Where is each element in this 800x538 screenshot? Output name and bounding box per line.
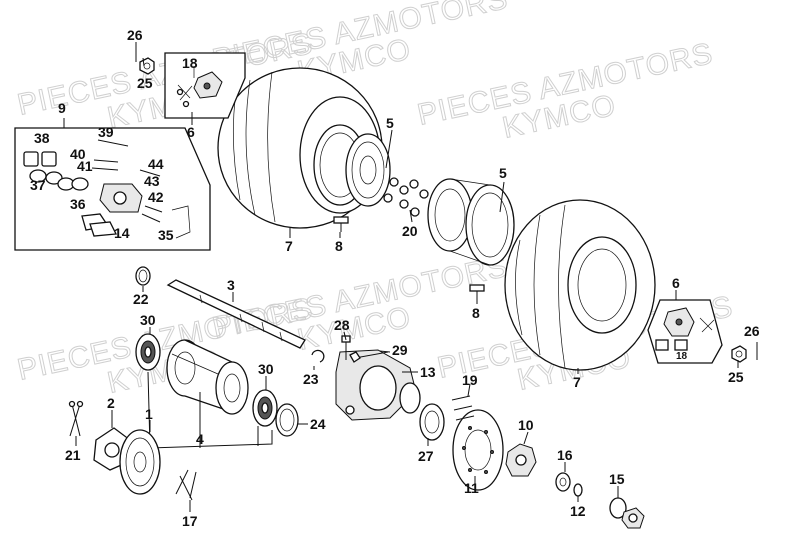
callout-30-left: 30 xyxy=(140,312,156,328)
callout-19: 19 xyxy=(462,372,478,388)
valve-stem-upper[interactable] xyxy=(333,216,349,232)
callout-11: 11 xyxy=(464,480,479,496)
callout-41: 41 xyxy=(77,158,93,174)
callout-8-upper: 8 xyxy=(335,238,343,254)
axle-nut-15[interactable] xyxy=(609,497,645,529)
callout-8-lower: 8 xyxy=(472,305,480,321)
circlip-23[interactable] xyxy=(311,349,325,363)
callout-7-right: 7 xyxy=(573,374,581,390)
callout-36: 36 xyxy=(70,196,86,212)
bolts-17[interactable] xyxy=(175,469,197,501)
callout-7-left: 7 xyxy=(285,238,293,254)
callout-42: 42 xyxy=(148,189,164,205)
housing-bracket-lines xyxy=(147,371,273,449)
callout-4: 4 xyxy=(196,431,204,447)
o-ring-13[interactable] xyxy=(399,382,421,414)
drive-sprocket[interactable] xyxy=(119,429,161,495)
rim-upper-left[interactable] xyxy=(313,124,391,207)
callout-35: 35 xyxy=(158,227,174,243)
callout-12: 12 xyxy=(570,503,586,519)
callout-26-upper: 26 xyxy=(127,27,143,43)
callout-16: 16 xyxy=(557,447,573,463)
callout-44: 44 xyxy=(148,156,164,172)
callout-labels: 26 25 18 6 9 38 39 40 41 44 37 43 42 36 … xyxy=(30,27,760,529)
callout-5-left: 5 xyxy=(386,115,394,131)
axle-nut-lower[interactable] xyxy=(731,345,747,363)
callout-10: 10 xyxy=(518,417,534,433)
callout-43: 43 xyxy=(144,173,160,189)
oil-seal-24[interactable] xyxy=(275,403,299,437)
callout-24: 24 xyxy=(310,416,326,432)
callout-22: 22 xyxy=(133,291,149,307)
callout-18-lower: 18 xyxy=(676,351,688,362)
axle-housing[interactable] xyxy=(166,339,249,415)
callout-17: 17 xyxy=(182,513,198,529)
callout-6-upper: 6 xyxy=(187,124,195,140)
valve-stem-lower[interactable] xyxy=(469,284,485,300)
circlip-22[interactable] xyxy=(135,266,151,286)
hub-kit-upper[interactable] xyxy=(164,52,246,119)
leader-lines xyxy=(63,57,739,512)
callout-15: 15 xyxy=(609,471,625,487)
callout-18-upper: 18 xyxy=(182,55,198,71)
disc-bolts-19[interactable] xyxy=(451,395,475,421)
callout-6-lower: 6 xyxy=(672,275,680,291)
callout-25-lower: 25 xyxy=(728,369,744,385)
bearing-right[interactable] xyxy=(252,389,278,427)
disc-hub-10[interactable] xyxy=(505,443,537,477)
axle-nut-upper[interactable] xyxy=(139,57,155,75)
callout-2: 2 xyxy=(107,395,115,411)
callout-40: 40 xyxy=(70,146,86,162)
bearing-left[interactable] xyxy=(135,333,161,371)
callout-26-lower: 26 xyxy=(744,323,760,339)
callout-1: 1 xyxy=(145,406,153,422)
pin-12[interactable] xyxy=(573,483,583,497)
hub-kit-lower[interactable] xyxy=(647,299,723,364)
callout-5-right: 5 xyxy=(499,165,507,181)
callout-25-upper: 25 xyxy=(137,75,153,91)
tire-lower-right[interactable] xyxy=(504,199,656,371)
callout-9: 9 xyxy=(58,100,66,116)
brake-disc[interactable] xyxy=(452,409,504,491)
washer-16[interactable] xyxy=(555,472,571,492)
rim-lower-right[interactable] xyxy=(427,178,515,266)
callout-23: 23 xyxy=(303,371,319,387)
callout-3: 3 xyxy=(227,277,235,293)
callout-30-right: 30 xyxy=(258,361,274,377)
callout-27: 27 xyxy=(418,448,434,464)
callout-39: 39 xyxy=(98,124,114,140)
callout-21: 21 xyxy=(65,447,81,463)
caliper-bracket[interactable] xyxy=(335,349,417,421)
callout-29: 29 xyxy=(392,342,408,358)
rear-axle[interactable] xyxy=(166,279,306,349)
callout-28: 28 xyxy=(334,317,350,333)
callout-38: 38 xyxy=(34,130,50,146)
caliper-assembly-9[interactable] xyxy=(14,127,211,251)
callout-13: 13 xyxy=(420,364,436,380)
bolt-29[interactable] xyxy=(349,351,389,363)
callout-37: 37 xyxy=(30,177,46,193)
callout-20: 20 xyxy=(402,223,418,239)
bolts-21[interactable] xyxy=(68,400,84,437)
lug-nuts-20[interactable] xyxy=(383,177,429,217)
callout-14: 14 xyxy=(114,225,130,241)
spacer-27[interactable] xyxy=(419,403,445,441)
